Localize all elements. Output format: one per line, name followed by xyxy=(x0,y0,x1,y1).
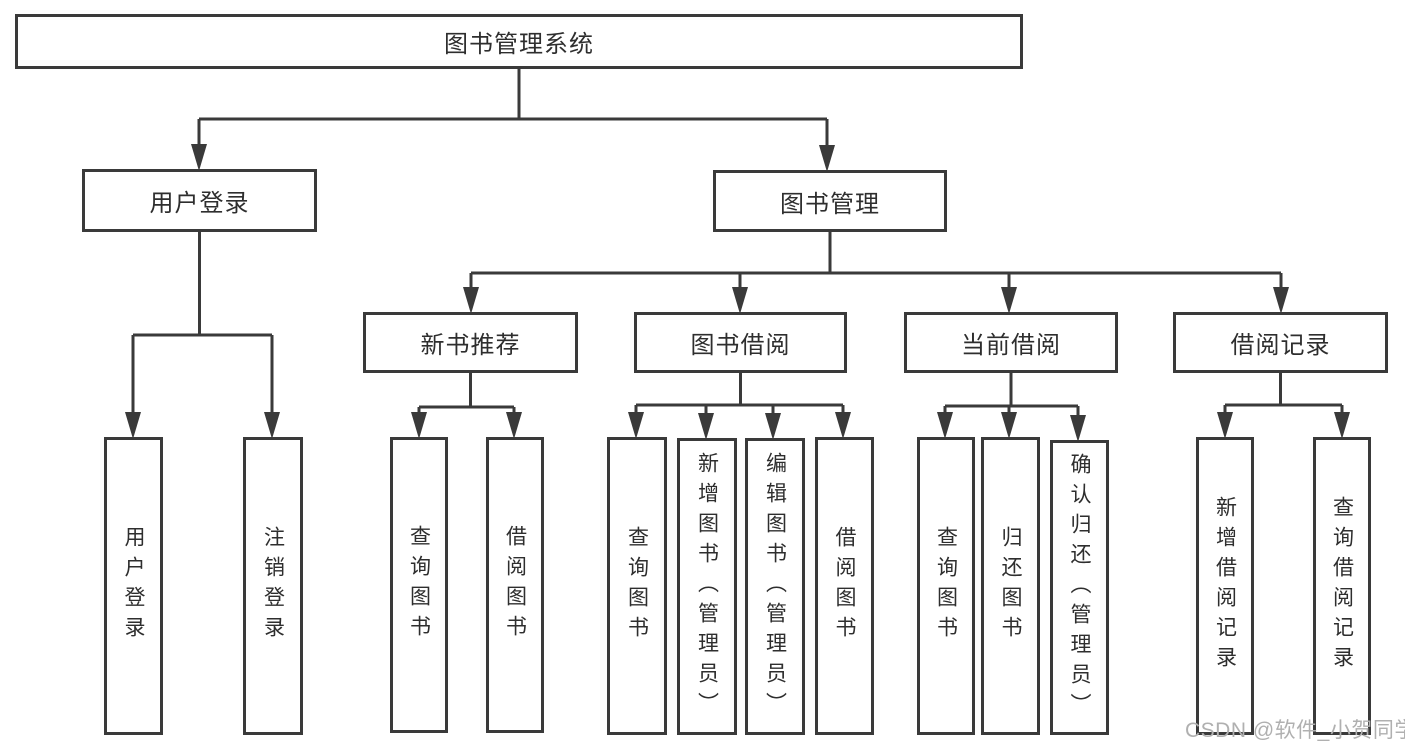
node-label: 新增借阅记录 xyxy=(1213,496,1237,676)
watermark: CSDN @软件_小贺同学 xyxy=(1185,719,1405,742)
arrowhead-icon xyxy=(732,287,748,314)
node-user-login: 用户登录 xyxy=(82,169,317,232)
node-label: 图书管理系统 xyxy=(444,31,594,58)
node-br-query: 查询借阅记录 xyxy=(1313,437,1371,735)
arrowhead-icon xyxy=(125,412,141,439)
arrowhead-icon xyxy=(506,412,522,439)
node-cb-return: 归还图书 xyxy=(981,437,1040,735)
node-new-book-rec: 新书推荐 xyxy=(363,312,578,373)
node-borrow-records: 借阅记录 xyxy=(1173,312,1388,373)
node-bb-borrow: 借阅图书 xyxy=(815,437,874,735)
connector-line xyxy=(469,232,1283,296)
connector-line xyxy=(417,373,516,421)
arrowhead-icon xyxy=(1334,412,1350,439)
node-label: 借阅图书 xyxy=(503,525,527,645)
connector-line xyxy=(131,232,274,421)
node-label: 新增图书（管理员） xyxy=(695,451,719,722)
connector-book-borrow xyxy=(628,373,851,440)
node-bb-query: 查询图书 xyxy=(607,437,667,735)
node-nb-query: 查询图书 xyxy=(390,437,448,733)
node-book-borrow: 图书借阅 xyxy=(634,312,847,373)
node-label: 借阅图书 xyxy=(833,526,856,646)
node-cb-confirm: 确认归还（管理员） xyxy=(1050,440,1109,735)
node-label: 用户登录 xyxy=(149,190,250,217)
node-label: 注销登录 xyxy=(261,526,285,646)
node-root: 图书管理系统 xyxy=(15,14,1023,69)
arrowhead-icon xyxy=(765,413,781,440)
node-label: 当前借阅 xyxy=(961,332,1061,359)
arrowhead-icon xyxy=(264,412,280,439)
node-label: 查询图书 xyxy=(934,526,958,646)
arrowhead-icon xyxy=(1273,287,1289,314)
connector-new-book-rec xyxy=(411,373,522,439)
arrowhead-icon xyxy=(1001,287,1017,314)
node-label: 查询借阅记录 xyxy=(1330,496,1354,676)
node-current-borrow: 当前借阅 xyxy=(904,312,1118,373)
node-label: 编辑图书（管理员） xyxy=(763,451,787,722)
node-br-add: 新增借阅记录 xyxy=(1196,437,1254,735)
node-cb-query: 查询图书 xyxy=(917,437,975,735)
node-label: 借阅记录 xyxy=(1230,332,1331,359)
connector-line xyxy=(1223,373,1344,421)
node-label: 图书借阅 xyxy=(690,332,791,359)
node-label: 图书管理 xyxy=(780,190,880,218)
arrowhead-icon xyxy=(628,412,644,439)
connector-book-mgmt xyxy=(463,232,1289,314)
node-logout: 注销登录 xyxy=(243,437,303,735)
arrowhead-icon xyxy=(937,412,953,439)
arrowhead-icon xyxy=(463,287,479,314)
node-label: 查询图书 xyxy=(625,526,649,646)
node-label: 用户登录 xyxy=(122,526,145,646)
connector-line xyxy=(197,69,829,154)
arrowhead-icon xyxy=(1217,412,1233,439)
connector-user-login xyxy=(125,232,280,439)
node-bb-edit: 编辑图书（管理员） xyxy=(745,438,805,735)
node-nb-borrow: 借阅图书 xyxy=(486,437,544,733)
node-bb-add: 新增图书（管理员） xyxy=(677,438,737,735)
node-label: 查询图书 xyxy=(407,525,431,645)
arrowhead-icon xyxy=(411,412,427,439)
connector-root xyxy=(191,69,835,172)
node-label: 确认归还（管理员） xyxy=(1068,452,1091,723)
arrowhead-icon xyxy=(835,412,851,439)
arrowhead-icon xyxy=(191,144,207,171)
arrowhead-icon xyxy=(1070,415,1086,442)
connector-borrow-records xyxy=(1217,373,1350,439)
node-login: 用户登录 xyxy=(104,437,163,735)
arrowhead-icon xyxy=(1001,412,1017,439)
arrowhead-icon xyxy=(698,413,714,440)
connector-current-borrow xyxy=(937,373,1086,442)
arrowhead-icon xyxy=(819,145,835,172)
node-label: 新书推荐 xyxy=(420,332,521,359)
node-book-mgmt: 图书管理 xyxy=(713,170,947,232)
connector-line xyxy=(634,373,845,422)
node-label: 归还图书 xyxy=(999,526,1022,646)
